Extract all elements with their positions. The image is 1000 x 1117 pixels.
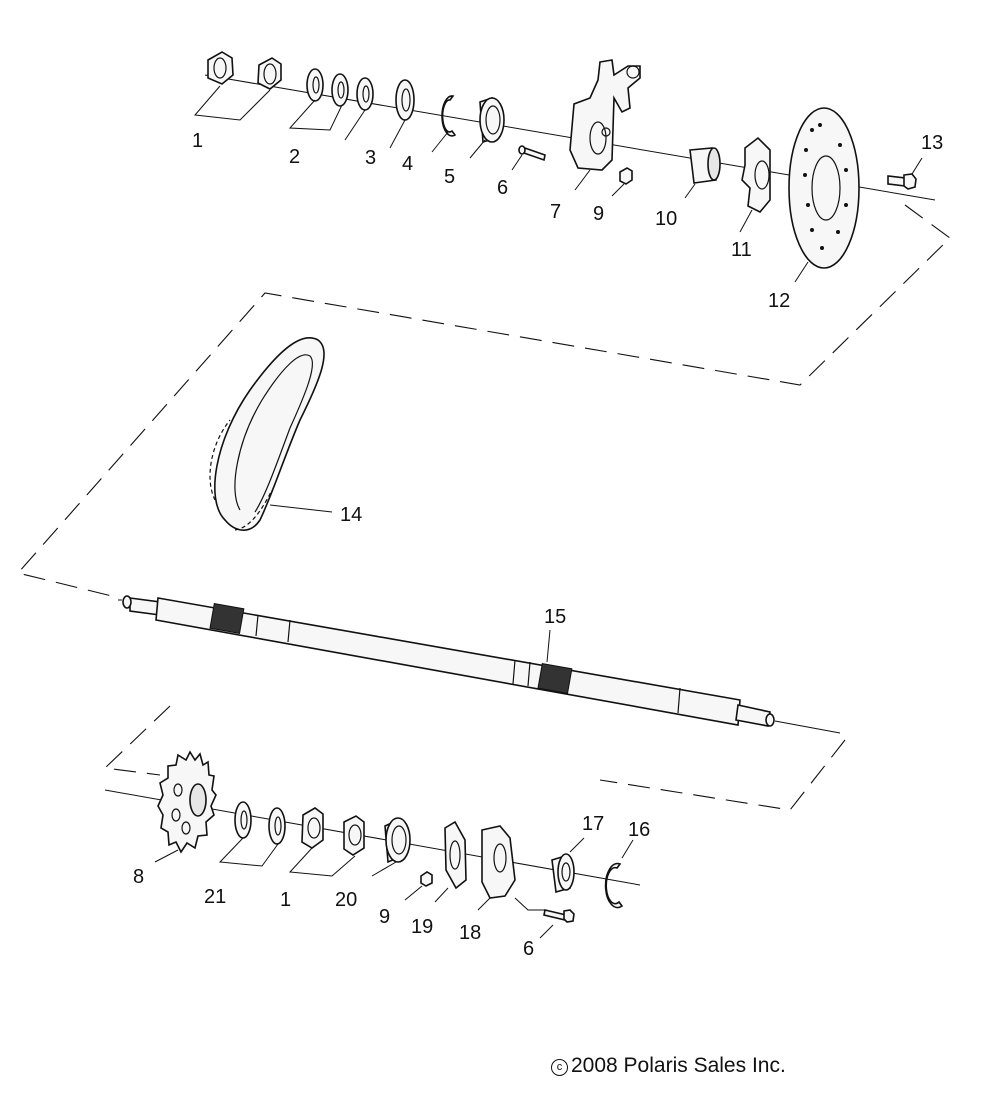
bolt-part-6 [518, 145, 546, 162]
callout-12: 12 [768, 290, 790, 312]
callout-20: 20 [335, 889, 357, 911]
callout-15: 15 [544, 606, 566, 628]
callout-21: 21 [204, 886, 226, 908]
copyright-symbol: c [551, 1059, 568, 1076]
callout-16: 16 [628, 819, 650, 841]
washer-part-3 [356, 77, 374, 111]
lower-section-plane [103, 705, 846, 811]
gasket-part-19 [444, 820, 467, 890]
bolt-part-13 [887, 173, 917, 190]
upper-section-plane [16, 204, 951, 599]
nut-part-9 [619, 167, 633, 185]
callout-10: 10 [655, 208, 677, 230]
callout-5: 5 [444, 166, 455, 188]
bearing-part-5 [479, 96, 505, 144]
callout-3: 3 [365, 147, 376, 169]
bearing-part-20 [384, 817, 411, 864]
callout-19: 19 [411, 916, 433, 938]
callout-6-lower: 6 [523, 938, 534, 960]
bearing-housing-part-7 [569, 59, 641, 171]
callout-9-lower: 9 [379, 906, 390, 928]
callout-14: 14 [340, 504, 362, 526]
spacer-part-17 [551, 853, 575, 894]
sprocket-part-8 [157, 750, 217, 854]
callout-4: 4 [402, 153, 413, 175]
snap-ring-part-4 [441, 95, 457, 137]
nut-part-1-lower [301, 807, 365, 856]
drive-chain-part-14 [209, 337, 325, 531]
callout-18: 18 [459, 922, 481, 944]
callout-1: 1 [192, 130, 203, 152]
spacer-part-10 [689, 147, 721, 184]
nut-part-1 [207, 51, 282, 90]
callout-17: 17 [582, 813, 604, 835]
callout-labels: 1 2 3 4 5 6 7 9 10 11 12 13 14 15 16 17 … [133, 130, 943, 960]
callout-6: 6 [497, 177, 508, 199]
hub-part-11 [741, 136, 771, 213]
callout-8: 8 [133, 866, 144, 888]
leader-lines [154, 85, 923, 939]
callout-2: 2 [289, 146, 300, 168]
bearing-housing-part-18 [481, 825, 516, 899]
snap-ring-part-16 [604, 862, 624, 909]
washer-part-21 [234, 801, 286, 845]
callout-11: 11 [731, 239, 752, 261]
bolt-part-6-lower [543, 909, 575, 923]
washer-part-4 [395, 79, 415, 121]
nut-part-9-lower [420, 871, 433, 887]
callout-7: 7 [550, 201, 561, 223]
brake-disc-part-12 [788, 107, 860, 269]
copyright-text: 2008 Polaris Sales Inc. [571, 1054, 786, 1077]
callout-13: 13 [921, 132, 943, 154]
washer-part-2 [306, 68, 349, 107]
callout-9: 9 [593, 203, 604, 225]
axle-shaft-part-15 [118, 595, 841, 734]
callout-1-lower: 1 [280, 889, 291, 911]
